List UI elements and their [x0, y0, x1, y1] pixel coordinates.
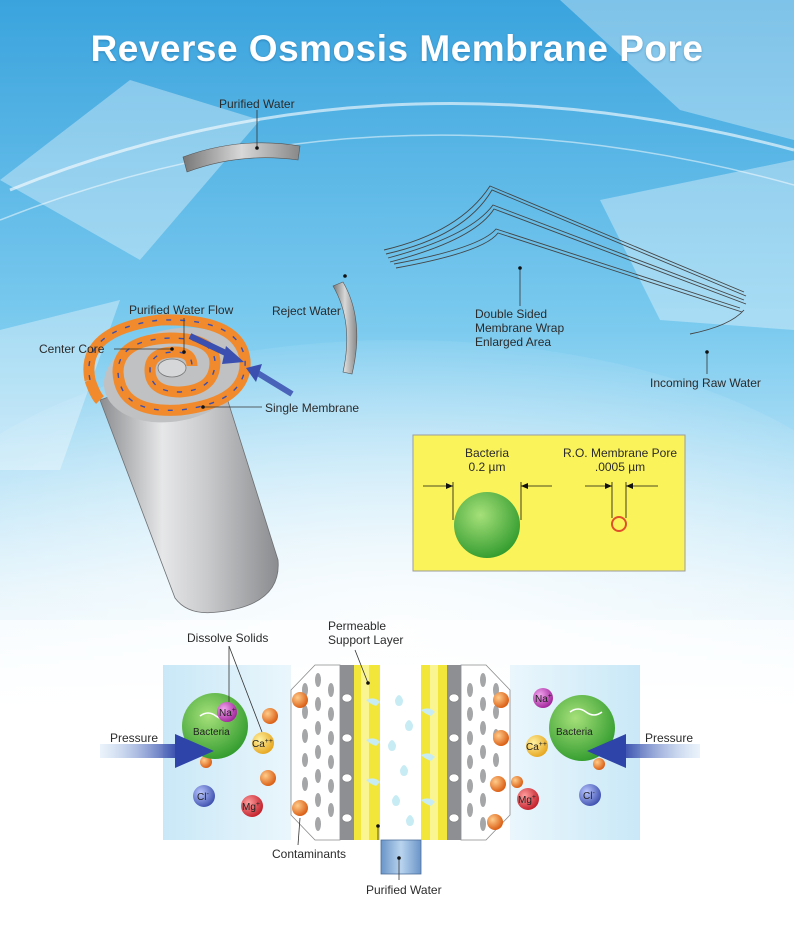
ion-na-right: Na+ — [535, 693, 552, 705]
label-bacteria-size: 0.2 µm — [468, 460, 506, 474]
ion-mg-left: Mg+ — [242, 801, 260, 813]
label-center-core: Center Core — [39, 342, 105, 356]
ion-ca-right: Ca++ — [526, 741, 547, 753]
purified-water-arc — [182, 142, 301, 173]
label-dissolve-solids: Dissolve Solids — [187, 631, 269, 645]
label-ro-pore-size: .0005 µm — [594, 460, 646, 474]
membrane-cylinder — [83, 314, 294, 614]
ion-cl-left: Cl- — [197, 791, 209, 803]
label-double-sided-2: Membrane Wrap — [475, 321, 565, 335]
label-pressure-left: Pressure — [110, 731, 159, 745]
label-ro-pore: R.O. Membrane Pore — [562, 446, 678, 460]
label-purified-water-top: Purified Water — [219, 97, 295, 111]
page-title: Reverse Osmosis Membrane Pore — [90, 28, 704, 69]
pore-size-circle — [611, 516, 627, 532]
label-pressure-right: Pressure — [645, 731, 694, 745]
label-double-sided-3: Enlarged Area — [475, 335, 552, 349]
label-single-membrane: Single Membrane — [265, 401, 360, 415]
label-contaminants: Contaminants — [272, 847, 347, 861]
membrane-wrap-layers — [383, 185, 747, 335]
membrane-cross-section — [100, 645, 700, 880]
ion-na-left: Na+ — [219, 707, 236, 719]
label-purified-water-bottom: Purified Water — [366, 883, 442, 897]
label-reject-water: Reject Water — [272, 304, 341, 318]
label-permeable-2: Support Layer — [328, 633, 404, 647]
size-comparison-box — [412, 434, 686, 572]
label-purified-water-flow: Purified Water Flow — [129, 303, 234, 317]
purified-water-outlet — [380, 839, 422, 875]
label-double-sided-1: Double Sided — [475, 307, 548, 321]
ion-cl-right: Cl- — [583, 790, 595, 802]
label-incoming-raw-water: Incoming Raw Water — [650, 376, 761, 390]
label-permeable-1: Permeable — [328, 619, 387, 633]
reject-water-arc — [332, 281, 358, 375]
bacteria-label-left: Bacteria — [193, 727, 230, 738]
bacteria-label-right: Bacteria — [556, 727, 593, 738]
ion-mg-right: Mg+ — [518, 794, 536, 806]
background-panels — [0, 0, 794, 470]
label-bacteria: Bacteria — [464, 446, 510, 460]
bacteria-size-circle — [454, 492, 520, 558]
ion-ca-left: Ca++ — [252, 738, 273, 750]
ion-labels: Na+ Ca++ Cl- Mg+ Bacteria Na+ Ca++ Mg+ C… — [193, 693, 595, 813]
